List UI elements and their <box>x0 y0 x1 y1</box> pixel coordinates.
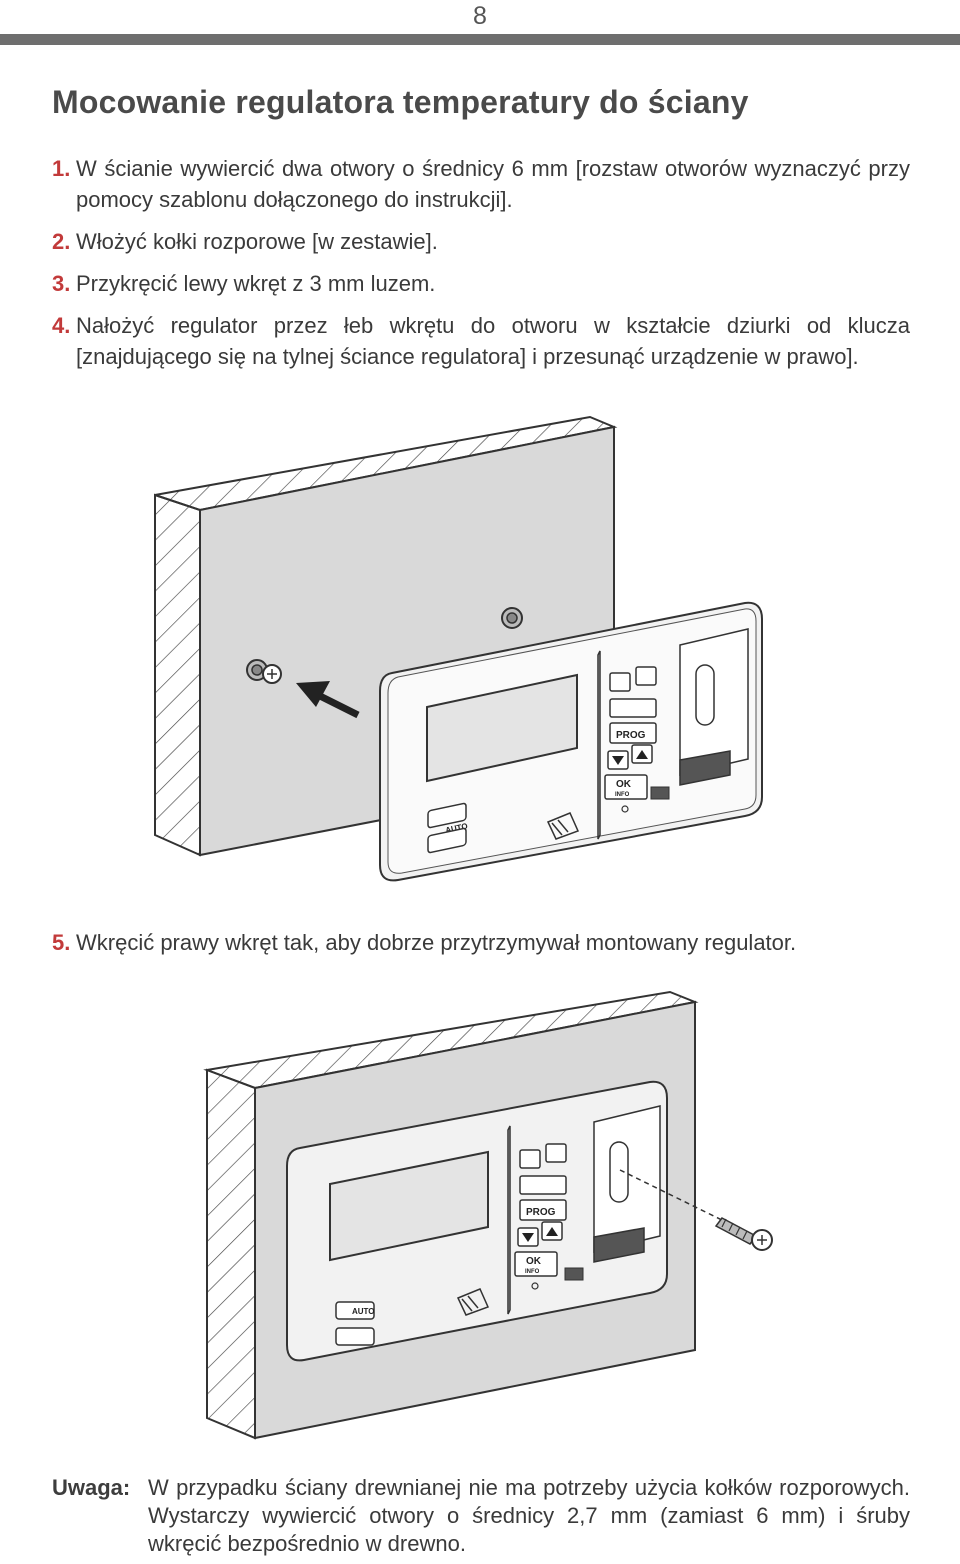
mode-button <box>519 1175 567 1195</box>
ok-info-button <box>514 1251 558 1277</box>
right-screw-icon <box>714 1217 773 1251</box>
fan-power-button <box>335 1327 375 1346</box>
prog-label: PROG <box>526 1207 556 1218</box>
clock-button <box>545 1143 567 1163</box>
step-3: 3. Przykręcić lewy wkręt z 3 mm luzem. <box>52 268 910 299</box>
brand-logo-icon <box>456 1288 490 1316</box>
regulator-device: AUTO PROG OK INFO <box>379 601 763 882</box>
header-rule <box>0 34 960 45</box>
screw-guide-line <box>619 1169 731 1225</box>
auto-label: AUTO <box>352 1307 375 1316</box>
prog-button <box>609 722 657 744</box>
step-number: 1. <box>52 156 71 181</box>
up-arrow-icon <box>636 750 648 759</box>
down-arrow-icon <box>522 1233 534 1242</box>
auto-button <box>427 802 467 829</box>
wall-side-edge <box>154 493 201 857</box>
thermometer-button <box>519 1149 541 1169</box>
step-number: 5. <box>52 930 71 955</box>
note-label: Uwaga: <box>52 1475 131 1500</box>
step-4: 4. Nałożyć regulator przez łeb wkrętu do… <box>52 310 910 372</box>
left-screw-icon <box>246 659 282 684</box>
steps-list: 1. W ścianie wywiercić dwa otwory o śred… <box>52 153 910 383</box>
led-indicator <box>621 805 629 813</box>
mounting-plate <box>564 1105 661 1281</box>
mode-button <box>609 698 657 718</box>
up-arrow-icon <box>546 1227 558 1236</box>
step-2: 2. Włożyć kołki rozporowe [w zestawie]. <box>52 226 910 257</box>
direction-arrow-icon <box>296 681 360 719</box>
prog-label: PROG <box>616 730 646 741</box>
step-text: Wkręcić prawy wkręt tak, aby dobrze przy… <box>76 930 797 955</box>
button-panel: PROG OK INFO <box>514 1143 567 1290</box>
clock-button <box>635 666 657 686</box>
figure-mounting-step5: AUTO PROG OK INFO <box>203 990 773 1440</box>
auto-button <box>335 1301 375 1320</box>
note-text: W przypadku ściany drewnianej nie ma pot… <box>148 1475 910 1556</box>
regulator-device: AUTO PROG OK INFO <box>286 1080 668 1362</box>
step-number: 4. <box>52 313 71 338</box>
step-number: 2. <box>52 229 71 254</box>
mounting-plate <box>650 628 749 800</box>
step-text: Przykręcić lewy wkręt z 3 mm luzem. <box>76 271 436 296</box>
fan-power-button <box>427 827 467 854</box>
led-indicator <box>531 1282 539 1290</box>
button-panel: PROG OK INFO <box>604 666 657 813</box>
step-5: 5. Wkręcić prawy wkręt tak, aby dobrze p… <box>52 927 922 958</box>
device-screen <box>426 673 578 783</box>
device-screen <box>329 1150 489 1262</box>
info-label: INFO <box>615 792 630 798</box>
ok-label: OK <box>526 1256 542 1267</box>
ok-info-button <box>604 774 648 800</box>
thermometer-button <box>609 672 631 692</box>
page-number: 8 <box>473 2 487 30</box>
brand-logo-icon <box>546 812 580 840</box>
step-text: W ścianie wywiercić dwa otwory o średnic… <box>76 156 910 212</box>
wall-side-edge <box>206 1068 256 1440</box>
ok-label: OK <box>616 779 632 790</box>
right-dowel-icon <box>501 607 523 629</box>
step-number: 3. <box>52 271 71 296</box>
info-label: INFO <box>525 1269 540 1275</box>
note: Uwaga: W przypadku ściany drewnianej nie… <box>52 1474 910 1558</box>
page-title: Mocowanie regulatora temperatury do ścia… <box>52 84 749 120</box>
step-text: Włożyć kołki rozporowe [w zestawie]. <box>76 229 438 254</box>
step-text: Nałożyć regulator przez łeb wkrętu do ot… <box>76 313 910 369</box>
prog-button <box>519 1199 567 1221</box>
figure-mounting-step4: AUTO PROG OK INFO <box>154 415 763 882</box>
step-1: 1. W ścianie wywiercić dwa otwory o śred… <box>52 153 910 215</box>
down-arrow-icon <box>612 756 624 765</box>
